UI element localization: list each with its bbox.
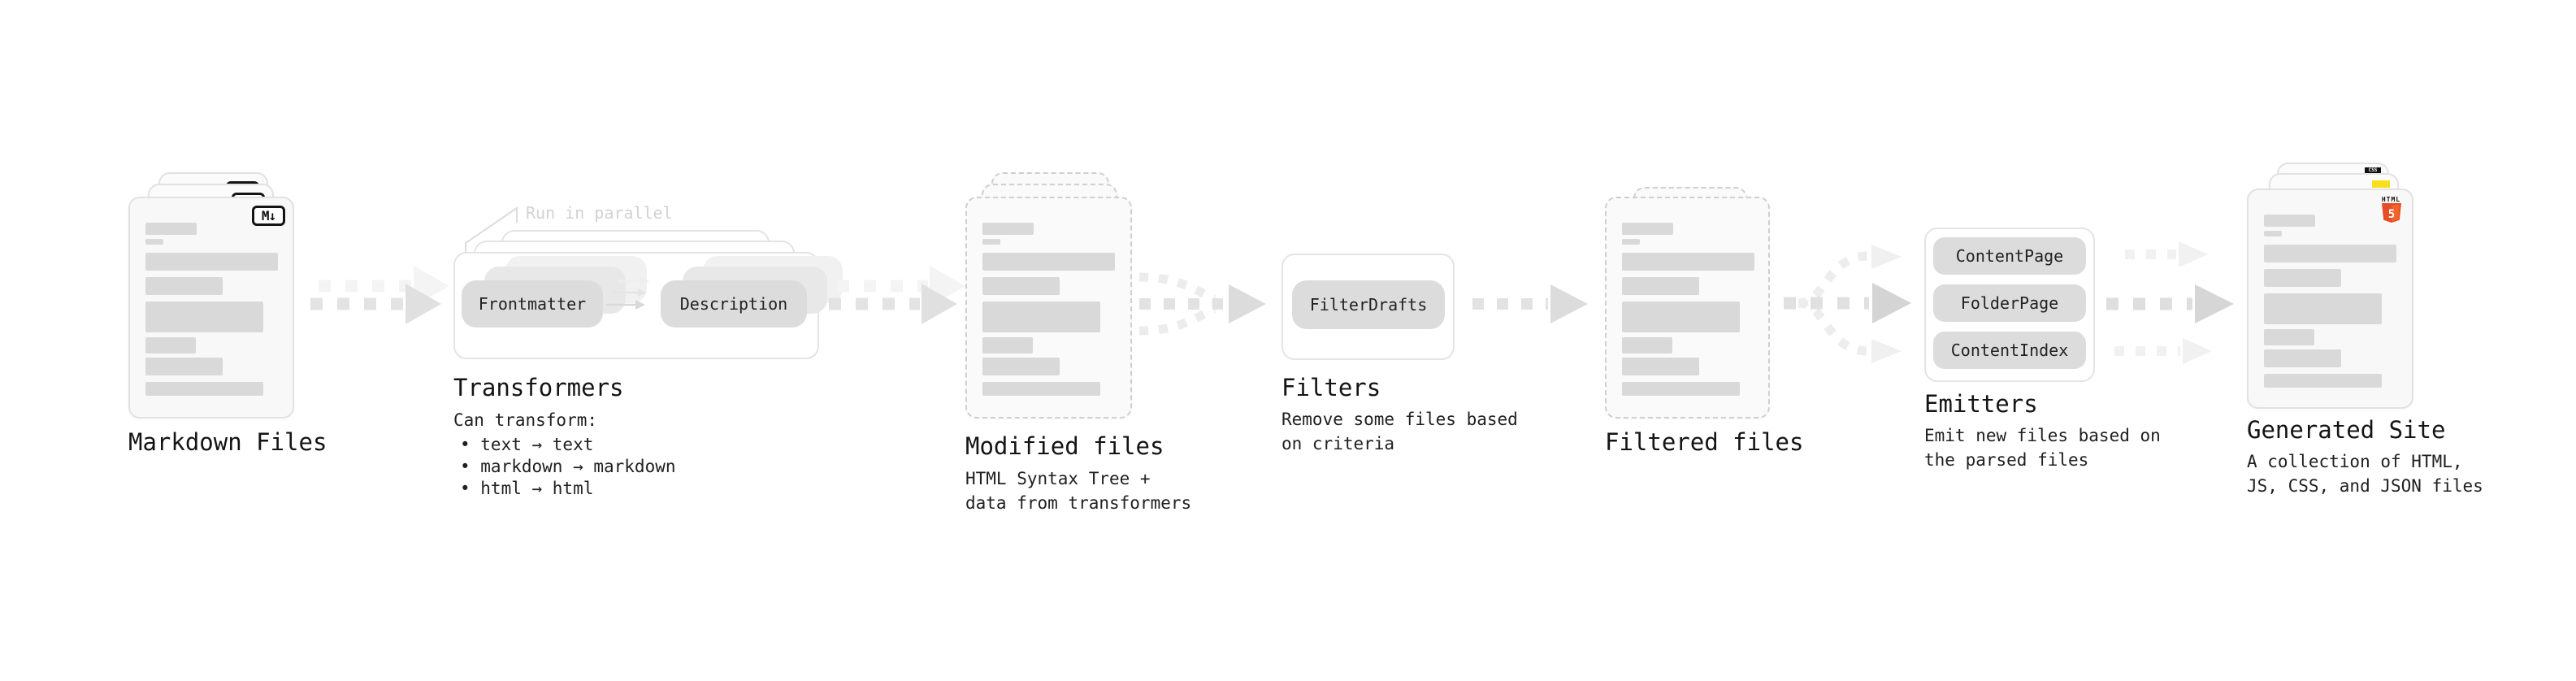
- html5-icon-number: 5: [2387, 208, 2394, 221]
- modified-file-card-front: [965, 197, 1132, 419]
- placeholder-text-bar: [2264, 215, 2315, 227]
- generated-html-card: HTML 5: [2247, 189, 2413, 409]
- arrow-modified-to-filters-icon: [1138, 272, 1266, 336]
- emitters-subtitle: Emit new files based on the parsed files: [1924, 423, 2161, 472]
- placeholder-text-bar: [1622, 358, 1699, 375]
- stage-label-filtered-files: Filtered files: [1605, 428, 1804, 456]
- placeholder-text-bar: [145, 239, 163, 245]
- stage-label-emitters: Emitters: [1924, 390, 2038, 418]
- doc-content-bars: [967, 198, 1130, 396]
- placeholder-text-bar: [982, 253, 1115, 271]
- placeholder-text-bar: [1622, 277, 1699, 295]
- arrow-transformers-to-modified-icon: [829, 266, 965, 324]
- bullet-item: • markdown → markdown: [460, 457, 676, 476]
- modified-files-subtitle: HTML Syntax Tree + data from transformer…: [965, 466, 1191, 515]
- stage-label-generated-site: Generated Site: [2247, 416, 2446, 444]
- stage-label-transformers: Transformers: [453, 374, 624, 401]
- doc-content-bars: [130, 198, 293, 396]
- subtitle-line: the parsed files: [1924, 450, 2089, 470]
- html5-icon-wordmark: HTML: [2381, 196, 2401, 203]
- subtitle-line: A collection of HTML,: [2247, 452, 2463, 471]
- generated-site-subtitle: A collection of HTML, JS, CSS, and JSON …: [2247, 449, 2483, 498]
- filtered-file-card-front: [1605, 197, 1770, 419]
- placeholder-text-bar: [982, 358, 1060, 375]
- stage-label-markdown-files: Markdown Files: [128, 428, 327, 456]
- pill-contentpage-label: ContentPage: [1955, 246, 2064, 266]
- bullet-item: • text → text: [460, 435, 594, 454]
- arrow-emitters-to-generated-icon: [2106, 241, 2234, 364]
- arrow-filters-to-filtered-icon: [1472, 284, 1588, 323]
- subtitle-line: on criteria: [1281, 434, 1395, 453]
- placeholder-text-bar: [1622, 301, 1740, 332]
- transformers-bullet-list: • text → text • markdown → markdown • ht…: [460, 434, 676, 500]
- placeholder-text-bar: [145, 301, 263, 332]
- placeholder-text-bar: [2264, 374, 2382, 388]
- placeholder-text-bar: [145, 277, 223, 295]
- placeholder-text-bar: [2264, 293, 2382, 324]
- pill-filterdrafts: FilterDrafts: [1292, 280, 1445, 329]
- placeholder-text-bar: [1622, 382, 1740, 396]
- pill-contentpage: ContentPage: [1933, 237, 2086, 275]
- bullet-item: • html → html: [460, 479, 594, 498]
- placeholder-text-bar: [2264, 231, 2282, 236]
- placeholder-text-bar: [982, 277, 1060, 295]
- pill-contentindex: ContentIndex: [1933, 332, 2086, 369]
- placeholder-text-bar: [982, 301, 1100, 332]
- placeholder-text-bar: [145, 358, 223, 375]
- placeholder-text-bar: [1622, 223, 1673, 235]
- doc-content-bars: [2249, 190, 2412, 388]
- markdown-icon: M↓: [252, 206, 285, 226]
- placeholder-text-bar: [1622, 239, 1640, 245]
- placeholder-text-bar: [982, 239, 1000, 245]
- pill-description-label: Description: [679, 294, 788, 314]
- placeholder-text-bar: [2264, 329, 2314, 345]
- markdown-icon-label: M↓: [261, 208, 276, 223]
- placeholder-text-bar: [145, 253, 278, 271]
- placeholder-text-bar: [982, 382, 1100, 396]
- transformers-caption: Can transform:: [453, 410, 598, 430]
- subtitle-line: JS, CSS, and JSON files: [2247, 476, 2483, 496]
- placeholder-text-bar: [2264, 269, 2341, 287]
- placeholder-text-bar: [2264, 349, 2341, 367]
- stage-label-filters: Filters: [1281, 374, 1381, 401]
- stage-label-modified-files: Modified files: [965, 432, 1164, 460]
- pill-folderpage: FolderPage: [1933, 284, 2086, 322]
- markdown-file-card-front: M↓: [128, 197, 294, 419]
- subtitle-line: Emit new files based on: [1924, 426, 2161, 445]
- run-in-parallel-note: Run in parallel: [526, 203, 673, 223]
- placeholder-text-bar: [145, 223, 197, 235]
- css3-icon-label: CSS: [2365, 167, 2381, 173]
- doc-content-bars: [1607, 198, 1768, 396]
- arrow-markdown-to-transformers-icon: [310, 266, 449, 324]
- pill-filterdrafts-label: FilterDrafts: [1309, 295, 1428, 314]
- subtitle-line: Remove some files based: [1281, 410, 1518, 429]
- placeholder-text-bar: [145, 337, 196, 354]
- filters-subtitle: Remove some files based on criteria: [1281, 407, 1518, 456]
- html5-icon: HTML 5: [2380, 196, 2402, 227]
- placeholder-text-bar: [1622, 337, 1672, 354]
- pill-folderpage-label: FolderPage: [1960, 293, 2059, 313]
- pill-frontmatter-label: Frontmatter: [478, 294, 587, 314]
- pill-contentindex-label: ContentIndex: [1950, 340, 2069, 360]
- html5-shield-icon: 5: [2381, 203, 2401, 223]
- pill-frontmatter: Frontmatter: [462, 280, 603, 327]
- placeholder-text-bar: [1622, 253, 1754, 271]
- subtitle-line: data from transformers: [965, 493, 1192, 513]
- pill-description: Description: [661, 280, 807, 327]
- js-icon: [2372, 180, 2390, 188]
- arrow-filtered-to-emitters-icon: [1784, 245, 1911, 363]
- placeholder-text-bar: [145, 382, 263, 396]
- placeholder-text-bar: [982, 337, 1033, 354]
- placeholder-text-bar: [2264, 245, 2396, 262]
- subtitle-line: HTML Syntax Tree +: [965, 469, 1151, 488]
- placeholder-text-bar: [982, 223, 1034, 235]
